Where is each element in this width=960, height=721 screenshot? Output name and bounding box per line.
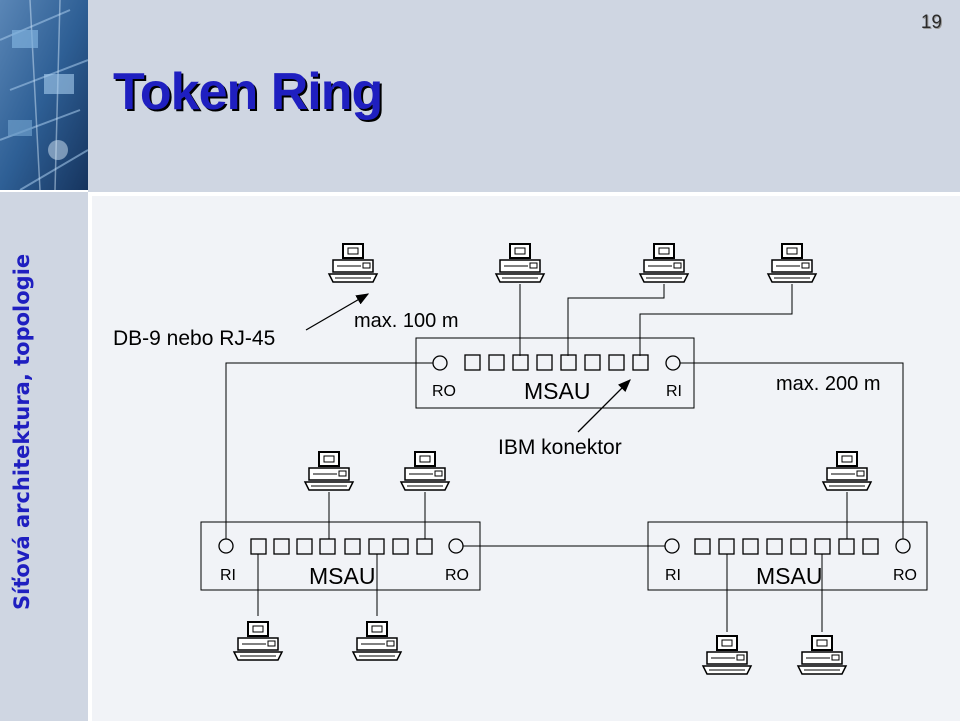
page-number: 19 <box>920 12 942 33</box>
computer-icon <box>639 243 689 283</box>
msau-top-ro-label: RO <box>432 383 456 400</box>
computer-icon <box>400 451 450 491</box>
msau-bottom-right-ports <box>664 538 911 555</box>
computer-icon <box>797 635 847 675</box>
msau-right-ro-label: RO <box>893 567 917 584</box>
computer-icon <box>304 451 354 491</box>
ibm-connector-label: IBM konektor <box>498 436 622 459</box>
computer-icon <box>822 451 872 491</box>
msau-right-ri-label: RI <box>665 567 681 584</box>
msau-top-ri-label: RI <box>666 383 682 400</box>
computer-icon <box>352 621 402 661</box>
computer-icon <box>328 243 378 283</box>
db9-arrow <box>305 293 370 331</box>
abstract-network-graphic <box>0 0 88 190</box>
connector-types-label: DB-9 nebo RJ-45 <box>113 327 276 350</box>
msau-left-ro-label: RO <box>445 567 469 584</box>
cable-lines <box>225 284 904 632</box>
msau-left-name: MSAU <box>309 563 376 589</box>
computer-icon <box>495 243 545 283</box>
msau-left-ri-label: RI <box>220 567 236 584</box>
computer-icon <box>233 621 283 661</box>
msau-right-name: MSAU <box>756 563 823 589</box>
msau-top-ports <box>432 354 681 371</box>
msau-bottom-right <box>647 521 928 591</box>
ibm-connector-arrow <box>577 379 631 433</box>
max-ring-length-label: max. 200 m <box>776 373 881 395</box>
slide-content-area <box>92 196 960 721</box>
msau-bottom-left <box>200 521 481 591</box>
msau-top <box>415 337 695 409</box>
computer-icon <box>702 635 752 675</box>
slide-header-band <box>88 0 960 192</box>
slide-title: Token Ring <box>113 63 383 121</box>
slide-side-band <box>0 192 88 721</box>
header-decoration-image <box>0 0 88 190</box>
max-lobe-length-label: max. 100 m <box>354 310 459 332</box>
msau-top-name: MSAU <box>524 378 591 404</box>
msau-bottom-left-ports <box>218 538 464 555</box>
computer-icon <box>767 243 817 283</box>
